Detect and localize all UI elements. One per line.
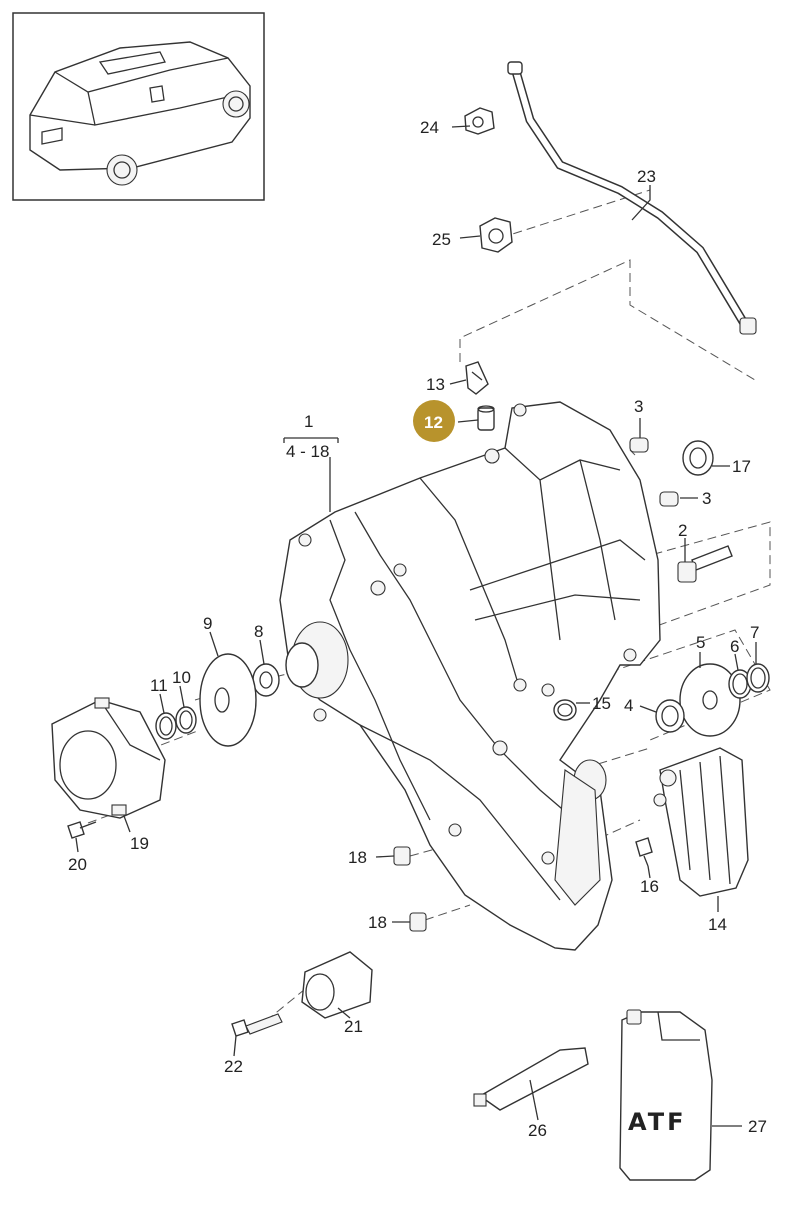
o-ring (553, 699, 577, 721)
nut-upper (393, 846, 411, 866)
callout-24: 24 (420, 118, 439, 137)
callout-7: 7 (750, 623, 759, 642)
callout-9: 9 (203, 614, 212, 633)
bushing-lower (659, 491, 679, 507)
callout-1-range: 4 - 18 (286, 442, 329, 461)
seal-part-8 (252, 663, 280, 697)
callout-10: 10 (172, 668, 191, 687)
nut-lower (409, 912, 427, 932)
callout-3-upper: 3 (634, 397, 643, 416)
vehicle-suv-icon (29, 41, 251, 186)
atf-label: ATF (628, 1108, 686, 1136)
leader-lines (75, 125, 757, 1127)
callout-16: 16 (640, 877, 659, 896)
actuator-motor (653, 747, 749, 897)
screw-part-16 (635, 837, 653, 867)
callout-15: 15 (592, 694, 611, 713)
callout-25: 25 (432, 230, 451, 249)
bolt-part-20 (67, 821, 97, 839)
washer-part-9 (199, 653, 257, 747)
transfer-case-housing (279, 401, 661, 951)
bushing-upper (629, 437, 649, 453)
callout-2: 2 (678, 521, 687, 540)
callout-11: 11 (150, 676, 168, 695)
snap-ring-10 (175, 706, 197, 734)
callout-27: 27 (748, 1117, 767, 1136)
callout-23: 23 (637, 167, 656, 186)
callout-18-upper: 18 (348, 848, 367, 867)
callout-21: 21 (344, 1017, 363, 1036)
callout-22: 22 (224, 1057, 243, 1076)
callout-17: 17 (732, 457, 751, 476)
atf-container: ATF (619, 1009, 713, 1181)
highlight-marker (413, 400, 455, 442)
hose-holder (479, 217, 513, 253)
shaft-seal (682, 440, 714, 476)
sleeve-part-12 (477, 405, 495, 431)
callout-1: 1 (304, 412, 313, 431)
vent-hose (507, 61, 757, 335)
sealant-tube (473, 1047, 589, 1111)
snap-ring-11 (155, 712, 177, 740)
callout-3-lower: 3 (702, 489, 711, 508)
seal-ring-4 (655, 699, 685, 733)
mount-part-21 (301, 951, 373, 1019)
snap-ring-6 (728, 669, 752, 699)
thrust-washer (679, 663, 741, 737)
callout-26: 26 (528, 1121, 547, 1140)
bolt-part-22 (231, 1013, 283, 1037)
callout-20: 20 (68, 855, 87, 874)
breather-valve (465, 361, 489, 395)
snap-ring-7 (746, 663, 770, 693)
callout-5: 5 (696, 633, 705, 652)
vehicle-thumbnail (12, 12, 265, 201)
callout-13: 13 (426, 375, 445, 394)
callout-labels: 24 25 23 13 12 1 4 - 18 3 17 3 2 5 6 7 4… (68, 118, 767, 1140)
callout-19: 19 (130, 834, 149, 853)
callout-8: 8 (254, 622, 263, 641)
callout-6: 6 (730, 637, 739, 656)
callout-18-lower: 18 (368, 913, 387, 932)
callout-4: 4 (624, 696, 633, 715)
callout-14: 14 (708, 915, 727, 934)
cover-part-19 (51, 697, 166, 819)
callout-12: 12 (424, 413, 443, 432)
hose-clip (464, 107, 495, 135)
bolt-part-2 (677, 545, 733, 583)
